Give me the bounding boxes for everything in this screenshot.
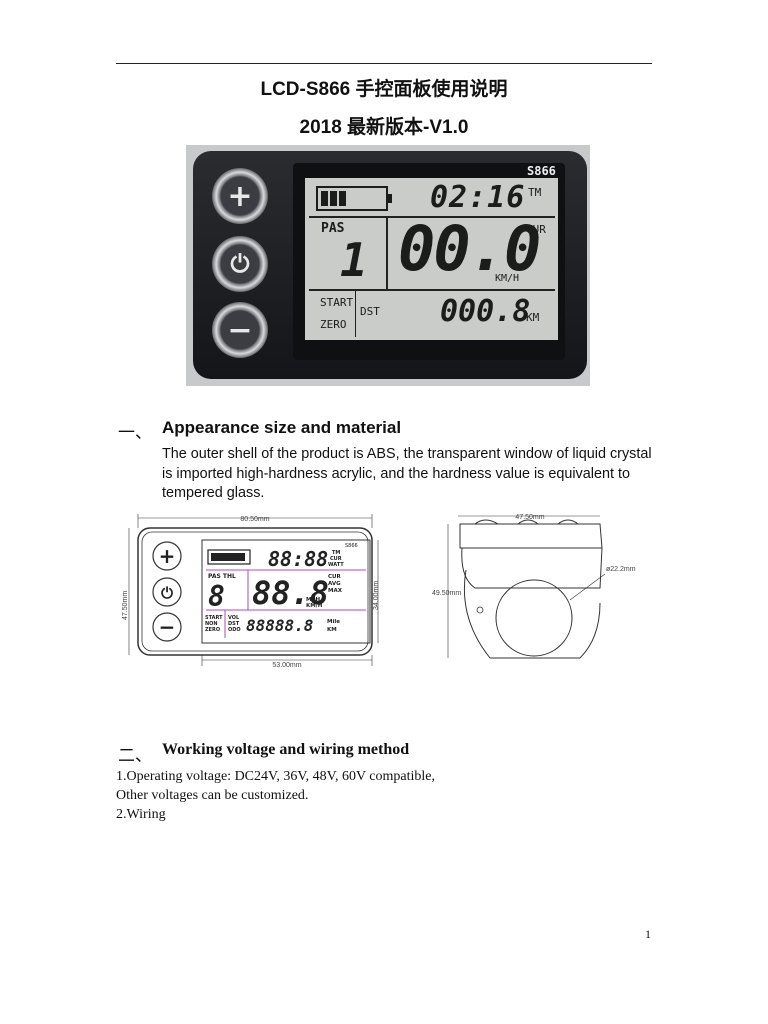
drawing-power-icon: ⏻ [161, 584, 173, 602]
battery-icon [316, 186, 392, 211]
drawing-vol: VOL [228, 615, 240, 621]
clamp-dimension: ø22.2mm [606, 566, 636, 573]
distance-unit: KM [526, 311, 540, 324]
lcd-divider-top [309, 216, 555, 218]
speed-unit: KM/H [495, 273, 520, 284]
header-rule [116, 63, 652, 64]
drawing-pas-thl: PAS THL [208, 573, 236, 580]
screen-height-dimension: 34.00mm [373, 581, 380, 610]
drawing-mode-tm: TM [332, 550, 340, 556]
dst-label: DST [360, 305, 380, 318]
power-button-icon: ⏻ [212, 236, 268, 292]
document-subtitle: 2018 最新版本-V1.0 [299, 117, 469, 138]
section2-line2: Other voltages can be customized. [116, 788, 309, 803]
drawing-mode-cur: CUR [330, 556, 342, 562]
drawing-mode-cur2: CUR [328, 574, 342, 580]
side-dimension-drawing: 47.50mm 49.50mm ø22.2mm [432, 514, 636, 659]
document-title: LCD-S866 手控面板使用说明 [260, 79, 508, 100]
lcd-divider-vertical [386, 216, 388, 290]
model-label: S866 [527, 164, 556, 178]
speed-mode: CUR [526, 223, 546, 236]
drawing-pas-digit: 8 [208, 580, 225, 613]
side-height-dimension: 49.50mm [432, 590, 461, 597]
pas-value: 1 [340, 233, 368, 287]
lcd-divider-small [355, 291, 356, 337]
side-width-dimension: 47.50mm [515, 514, 544, 521]
drawing-km: KM [327, 627, 337, 633]
screen-width-dimension: 53.00mm [272, 662, 301, 669]
page-number: 1 [645, 927, 651, 941]
width-dimension: 80.50mm [240, 516, 269, 523]
section1-heading: Appearance size and material [162, 418, 402, 437]
section2-number: 二、 [118, 746, 152, 765]
clock-display: 02:16 [430, 180, 526, 215]
drawing-mph: MPH [306, 597, 321, 603]
drawing-kmh: KM/H [306, 603, 323, 609]
zero-label: ZERO [320, 318, 347, 331]
lcd-divider-bottom [309, 289, 555, 291]
drawing-mode-max: MAX [328, 588, 343, 594]
section2-line3: 2.Wiring [116, 807, 166, 822]
drawing-minus-icon: − [159, 615, 176, 639]
speed-display: 00.0 [398, 212, 541, 285]
front-dimension-drawing: + ⏻ − 80.50mm 47.50mm 34.00mm 53.00mm S8… [122, 514, 380, 669]
section2-heading: Working voltage and wiring method [162, 741, 410, 758]
drawing-model-label: S866 [345, 543, 358, 549]
start-label: START [320, 296, 354, 309]
drawing-start: START [205, 615, 223, 621]
drawing-odo: ODO [228, 627, 241, 633]
section2-line1: 1.Operating voltage: DC24V, 36V, 48V, 60… [116, 769, 435, 784]
pas-label: PAS [321, 221, 345, 236]
clock-unit: TM [528, 186, 542, 199]
drawing-clock: 88:88 [268, 547, 328, 571]
drawing-mode-watt: WATT [328, 562, 344, 568]
height-dimension: 47.50mm [122, 591, 129, 620]
distance-display: 000.8 [440, 294, 531, 329]
drawing-mode-avg: AVG [328, 581, 341, 587]
drawing-non: NON [205, 621, 218, 627]
drawing-mile: Mile [327, 619, 340, 625]
lcd-screen [305, 178, 558, 340]
drawing-dst: DST [228, 621, 240, 627]
minus-button-icon: − [212, 302, 268, 358]
drawing-plus-icon: + [159, 544, 176, 568]
drawing-odo-digits: 88888.8 [246, 616, 313, 635]
section1-number: 一、 [118, 423, 152, 442]
plus-button-icon: + [212, 168, 268, 224]
drawing-speed-digits: 88.8 [252, 574, 329, 612]
section1-body: The outer shell of the product is ABS, t… [162, 446, 652, 501]
drawing-zero: ZERO [205, 627, 220, 633]
